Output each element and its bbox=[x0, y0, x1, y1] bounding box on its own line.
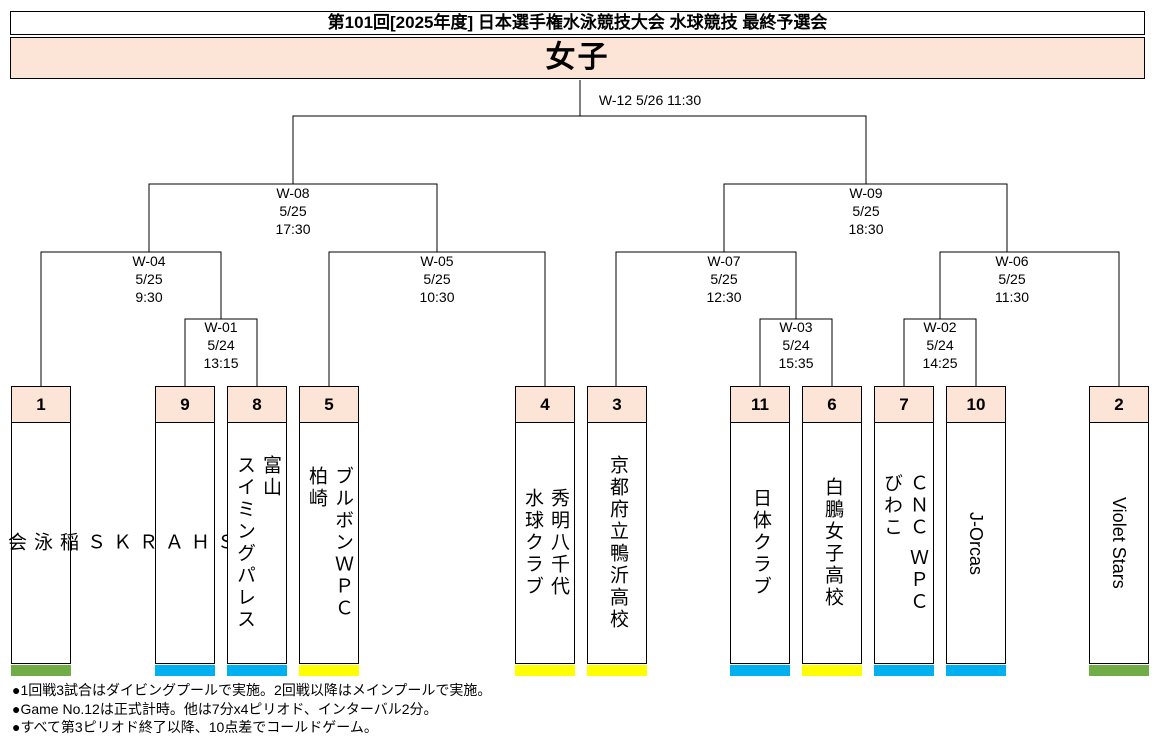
team-name: 日体クラブ bbox=[750, 488, 771, 598]
note-line: ●Game No.12は正式計時。他は7分x4ピリオド、インターバル2分。 bbox=[12, 700, 438, 717]
match-date: 5/24 bbox=[926, 337, 954, 353]
seed-number: 6 bbox=[802, 386, 862, 423]
bracket-line-w12 bbox=[292, 115, 867, 184]
team-box: J-Orcas bbox=[946, 422, 1006, 664]
match-time: 12:30 bbox=[706, 289, 742, 305]
match-id: W-03 bbox=[779, 319, 813, 335]
seed-number: 10 bbox=[946, 386, 1006, 423]
venue-color-bar bbox=[874, 665, 934, 676]
bracket-line-w06 bbox=[939, 251, 1120, 386]
match-time: 11:30 bbox=[995, 289, 1029, 305]
team-name: 白鵬女子高校 bbox=[822, 477, 843, 609]
team-box: 稲 泳 会 bbox=[5, 422, 78, 664]
team-name: 稲 泳 会 bbox=[5, 532, 78, 554]
team-box: 白鵬女子高校 bbox=[802, 422, 862, 664]
seed-number: 11 bbox=[730, 386, 790, 423]
match-date: 5/25 bbox=[998, 271, 1026, 287]
team-name: 富山 スイミングパレス bbox=[234, 455, 281, 631]
match-id: W-08 bbox=[276, 185, 310, 201]
note-line: ●1回戦3試合はダイビングプールで実施。2回戦以降はメインプールで実施。 bbox=[12, 682, 492, 698]
team-box: 富山 スイミングパレス bbox=[227, 422, 287, 664]
bracket-line-w04 bbox=[40, 251, 222, 386]
seed-number: 3 bbox=[587, 386, 647, 423]
team-box: 山 形 Ｓ Ｈ Ａ Ｒ Ｋ Ｓ bbox=[84, 422, 287, 664]
venue-color-bar bbox=[11, 665, 71, 676]
match-label-w02: W-02 5/24 14:25 bbox=[885, 318, 995, 372]
venue-color-bar bbox=[227, 665, 287, 676]
team-box: Violet Stars bbox=[1089, 422, 1149, 664]
team-name: J-Orcas bbox=[966, 511, 986, 575]
match-date: 5/25 bbox=[135, 271, 163, 287]
match-date: 5/25 bbox=[852, 203, 880, 219]
match-date: 5/24 bbox=[782, 337, 810, 353]
match-time: 17:30 bbox=[275, 221, 311, 237]
match-id: W-04 bbox=[132, 253, 166, 269]
note-line: ●すべて第3ピリオド終了以降、10点差でコールドゲーム。 bbox=[12, 719, 378, 735]
match-time: 14:25 bbox=[922, 355, 958, 371]
match-date: 5/24 bbox=[207, 337, 235, 353]
venue-color-bar bbox=[155, 665, 215, 676]
team-box: 秀明八千代 水球クラブ bbox=[515, 422, 575, 664]
match-id: W-01 bbox=[204, 319, 238, 335]
match-label-w01: W-01 5/24 13:15 bbox=[166, 318, 276, 372]
match-id: W-05 bbox=[420, 253, 454, 269]
seed-number: 1 bbox=[11, 386, 71, 423]
match-label-w08: W-08 5/25 17:30 bbox=[238, 184, 348, 238]
match-label-w12: W-12 5/26 11:30 bbox=[550, 91, 750, 109]
venue-color-bar bbox=[802, 665, 862, 676]
match-id: W-02 bbox=[923, 319, 957, 335]
seed-number: 4 bbox=[515, 386, 575, 423]
match-id: W-06 bbox=[995, 253, 1029, 269]
match-date: 5/25 bbox=[710, 271, 738, 287]
team-box: 日体クラブ bbox=[730, 422, 790, 664]
venue-color-bar bbox=[946, 665, 1006, 676]
seed-number: 9 bbox=[155, 386, 215, 423]
team-box: ＣＮＣ ＷＰＣ びわこ bbox=[874, 422, 934, 664]
team-name: 京都府立鴨沂高校 bbox=[607, 455, 628, 631]
match-time: 15:35 bbox=[778, 355, 814, 371]
team-name: Violet Stars bbox=[1109, 497, 1129, 589]
match-time: 13:15 bbox=[203, 355, 239, 371]
notes: ●1回戦3試合はダイビングプールで実施。2回戦以降はメインプールで実施。 ●Ga… bbox=[12, 681, 491, 737]
final-match-label: W-12 5/26 11:30 bbox=[598, 92, 702, 108]
venue-color-bar bbox=[1089, 665, 1149, 676]
match-label-w05: W-05 5/25 10:30 bbox=[382, 252, 492, 306]
match-label-w09: W-09 5/25 18:30 bbox=[811, 184, 921, 238]
team-name: ＣＮＣ ＷＰＣ びわこ bbox=[881, 472, 928, 614]
match-date: 5/25 bbox=[279, 203, 307, 219]
team-name: ブルボンＷＰＣ 柏崎 bbox=[306, 466, 353, 620]
match-date: 5/25 bbox=[423, 271, 451, 287]
venue-color-bar bbox=[299, 665, 359, 676]
match-label-w03: W-03 5/24 15:35 bbox=[741, 318, 851, 372]
seed-number: 8 bbox=[227, 386, 287, 423]
seed-number: 7 bbox=[874, 386, 934, 423]
match-time: 9:30 bbox=[135, 289, 163, 305]
match-label-w06: W-06 5/25 11:30 bbox=[957, 252, 1067, 306]
venue-color-bar bbox=[587, 665, 647, 676]
match-time: 18:30 bbox=[848, 221, 884, 237]
team-box: ブルボンＷＰＣ 柏崎 bbox=[299, 422, 359, 664]
seed-number: 2 bbox=[1089, 386, 1149, 423]
match-label-w07: W-07 5/25 12:30 bbox=[669, 252, 779, 306]
bracket-line-w07 bbox=[615, 251, 797, 386]
tournament-title: 第101回[2025年度] 日本選手権水泳競技大会 水球競技 最終予選会 bbox=[10, 11, 1145, 35]
match-label-w04: W-04 5/25 9:30 bbox=[94, 252, 204, 306]
venue-color-bar bbox=[730, 665, 790, 676]
match-id: W-09 bbox=[849, 185, 883, 201]
team-name: 秀明八千代 水球クラブ bbox=[522, 488, 569, 598]
team-box: 京都府立鴨沂高校 bbox=[587, 422, 647, 664]
venue-color-bar bbox=[515, 665, 575, 676]
match-time: 10:30 bbox=[419, 289, 455, 305]
seed-number: 5 bbox=[299, 386, 359, 423]
division-title: 女子 bbox=[10, 37, 1145, 79]
match-id: W-07 bbox=[707, 253, 741, 269]
